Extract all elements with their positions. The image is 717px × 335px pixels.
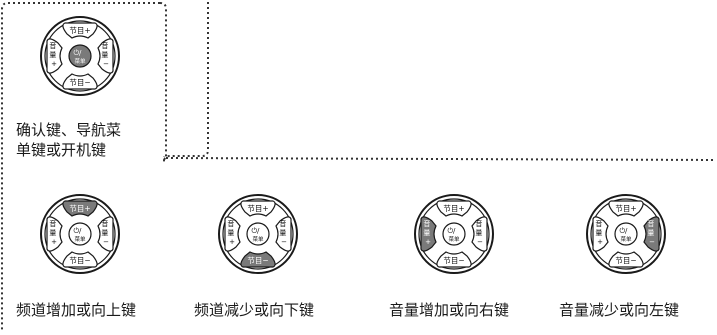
volume-down-button[interactable]: 音 量 − (275, 216, 292, 252)
volume-up-button[interactable]: 音 量 + (46, 38, 63, 74)
volume-down-button[interactable]: 音 量 − (97, 38, 114, 74)
power-menu-button[interactable]: ⏻/ 菜单 (246, 218, 270, 246)
channel-down-button[interactable]: 节目− (240, 251, 276, 268)
volume-up-button[interactable]: 音 量 + (46, 216, 63, 252)
channel-down-button[interactable]: 节目− (436, 251, 472, 268)
power-menu-button[interactable]: ⏻/ 菜单 (442, 218, 466, 246)
channel-down-label: 节目− (69, 256, 90, 265)
channel-up-label: 节目+ (69, 26, 90, 35)
power-menu-label: ⏻/ 菜单 (252, 218, 265, 243)
volume-down-label: 音 量 − (101, 41, 110, 68)
volume-up-label: 音 量 + (49, 41, 58, 68)
volume-up-button[interactable]: 音 量 + (420, 216, 437, 252)
channel-down-label: 节目− (443, 256, 464, 265)
caption-line: 确认键、导航菜 (16, 121, 122, 139)
power-menu-label: ⏻/ 菜单 (620, 218, 633, 243)
channel-up-label: 节目+ (615, 204, 636, 213)
channel-down-button[interactable]: 节目− (608, 251, 644, 268)
channel-down-button[interactable]: 节目− (62, 73, 98, 90)
caption-line: 单键或开机键 (16, 141, 107, 159)
channel-up-label: 节目+ (69, 204, 90, 213)
channel-up-label: 节目+ (443, 204, 464, 213)
remote-panel-channel-up: 节目+ 节目− 音 量 + 音 量 − ⏻/ 菜单 (40, 194, 120, 274)
caption-channel-down: 频道减少或向下键 (194, 300, 314, 320)
channel-up-button[interactable]: 节目+ (62, 22, 98, 39)
channel-up-button[interactable]: 节目+ (608, 200, 644, 217)
remote-panel-volume-down: 节目+ 节目− 音 量 + 音 量 − ⏻/ 菜单 (586, 194, 666, 274)
caption-line: 频道增加或向上键 (16, 301, 137, 319)
volume-up-label: 音 量 + (423, 219, 432, 246)
caption-line: 音量减少或向左键 (559, 301, 680, 319)
channel-down-label: 节目− (69, 78, 90, 87)
channel-up-button[interactable]: 节目+ (240, 200, 276, 217)
caption-volume-up: 音量增加或向右键 (389, 300, 509, 320)
caption-line: 音量增加或向右键 (389, 301, 510, 319)
volume-down-label: 音 量 − (647, 219, 656, 246)
volume-down-label: 音 量 − (101, 219, 110, 246)
channel-down-label: 节目− (247, 256, 268, 265)
remote-panel-channel-down: 节目+ 节目− 音 量 + 音 量 − ⏻/ 菜单 (218, 194, 298, 274)
remote-panel-confirm: 节目+ 节目− 音 量 + 音 量 − ⏻/ 菜单 (40, 16, 120, 96)
volume-up-button[interactable]: 音 量 + (592, 216, 609, 252)
caption-confirm: 确认键、导航菜 单键或开机键 (16, 120, 121, 160)
volume-up-label: 音 量 + (595, 219, 604, 246)
caption-line: 频道减少或向下键 (194, 301, 315, 319)
channel-down-button[interactable]: 节目− (62, 251, 98, 268)
channel-up-label: 节目+ (247, 204, 268, 213)
power-menu-button[interactable]: ⏻/ 菜单 (614, 218, 638, 246)
power-menu-label: ⏻/ 菜单 (74, 40, 87, 65)
volume-up-label: 音 量 + (227, 219, 236, 246)
caption-channel-up: 频道增加或向上键 (16, 300, 136, 320)
volume-down-button[interactable]: 音 量 − (97, 216, 114, 252)
caption-volume-down: 音量减少或向左键 (559, 300, 679, 320)
channel-down-label: 节目− (615, 256, 636, 265)
volume-up-label: 音 量 + (49, 219, 58, 246)
remote-panel-volume-up: 节目+ 节目− 音 量 + 音 量 − ⏻/ 菜单 (414, 194, 494, 274)
volume-down-button[interactable]: 音 量 − (643, 216, 660, 252)
power-menu-button[interactable]: ⏻/ 菜单 (68, 218, 92, 246)
volume-down-label: 音 量 − (279, 219, 288, 246)
volume-down-button[interactable]: 音 量 − (471, 216, 488, 252)
volume-down-label: 音 量 − (475, 219, 484, 246)
power-menu-label: ⏻/ 菜单 (448, 218, 461, 243)
volume-up-button[interactable]: 音 量 + (224, 216, 241, 252)
channel-up-button[interactable]: 节目+ (62, 200, 98, 217)
power-menu-button[interactable]: ⏻/ 菜单 (68, 40, 92, 68)
power-menu-label: ⏻/ 菜单 (74, 218, 87, 243)
channel-up-button[interactable]: 节目+ (436, 200, 472, 217)
